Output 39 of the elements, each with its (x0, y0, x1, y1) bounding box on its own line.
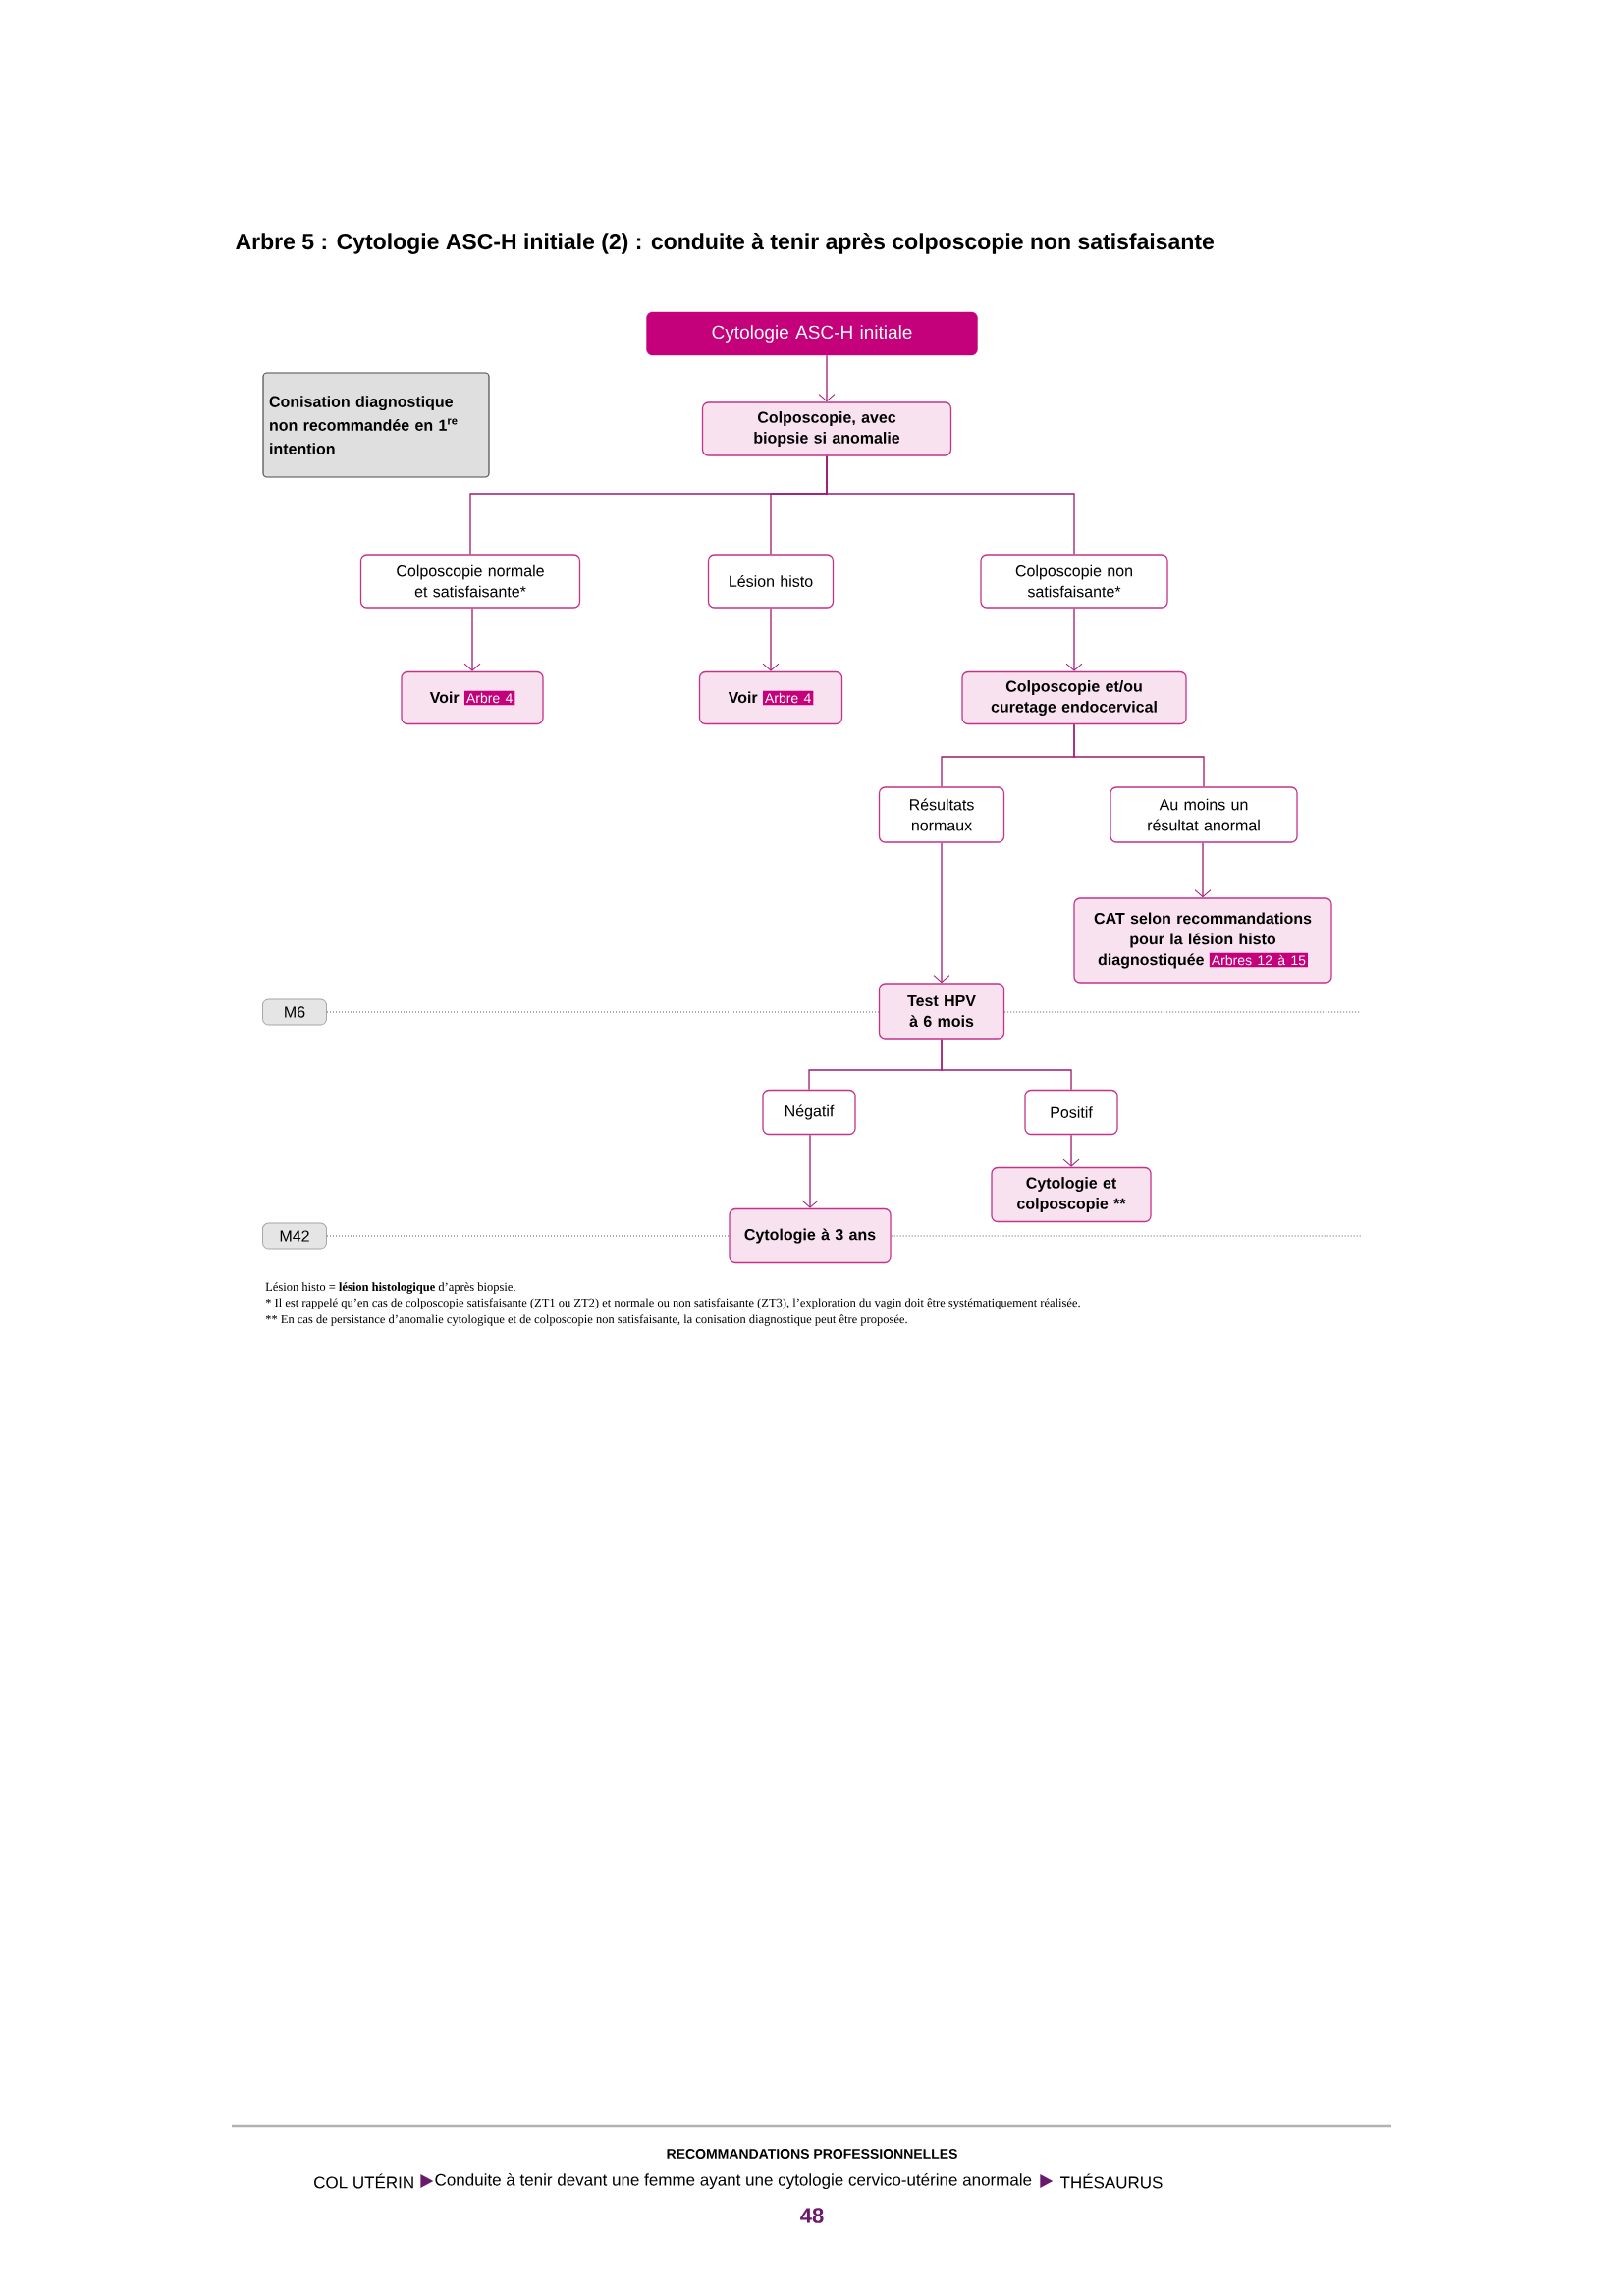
process-box: Voir Arbre 4 (401, 670, 544, 725)
outcome-box: Colposcopie normale et satisfaisante* (359, 554, 581, 609)
arrow (463, 608, 481, 671)
arrow (1062, 1134, 1080, 1167)
footnote: Lésion histo = lésion histologique d’après biopsie. (265, 1282, 515, 1294)
outcome-box: Négatif (762, 1089, 856, 1136)
arrow (762, 608, 780, 671)
footnote: * Il est rappelé qu’en cas de colposcopie satisfaisante (ZT1 ou ZT2) et normale ou non satisfaisante (ZT3), l’exploration du vagin doit être systématiquement réalisée. (265, 1298, 1080, 1309)
connector-line (1073, 723, 1205, 787)
arrow (818, 354, 836, 402)
arrow (1194, 842, 1212, 898)
title: Arbre 5 : Cytologie ASC-H initiale (2) : conduite à tenir après colposcopie non satisfaisante (236, 233, 1214, 254)
footer-text: COL UTÉRIN (314, 2173, 413, 2189)
note-box: Conisation diagnostique non recommandée en 1$^{re}$ intention (262, 372, 490, 478)
footer-text: THÉSAURUS (1059, 2173, 1163, 2189)
connector-line (826, 455, 1075, 555)
outcome-box: Positif (1024, 1089, 1118, 1136)
process-box: Cytologie à 3 ans (729, 1207, 892, 1264)
connector-line (941, 1039, 1072, 1091)
head-box: Cytologie ASC-H initiale (646, 311, 978, 356)
timepoint-pill: M42 (262, 1222, 327, 1250)
arrow (933, 842, 950, 984)
footer-heading: RECOMMANDATIONS PROFESSIONNELLES (667, 2149, 957, 2159)
footnote: ** En cas de persistance d’anomalie cytologique et de colposcopie non satisfaisante, la conisation diagnostique peut être proposée. (265, 1314, 907, 1326)
footer-text: Conduite à tenir devant une femme ayant une cytologie cervico-utérine anormale (435, 2173, 1032, 2190)
outcome-box: Résultats normaux (878, 786, 1005, 843)
process-box: Test HPV à 6 mois (878, 983, 1005, 1040)
outcome-box: Colposcopie non satisfaisante* (980, 554, 1168, 609)
outcome-box: Lésion histo (707, 554, 835, 609)
page-number: 48 (800, 2208, 824, 2223)
process-box: Colposcopie, avec biopsie si anomalie (701, 401, 952, 456)
process-box: CAT selon recommandations pour la lésion histo diagnostiquée Arbres 12 à 15 (1073, 897, 1332, 984)
outcome-box: Au moins un résultat anormal (1110, 786, 1298, 843)
arrow (801, 1134, 819, 1208)
process-box: Cytologie et colposcopie ** (991, 1166, 1152, 1223)
process-box: Colposcopie et/ou curetage endocervical (961, 670, 1187, 725)
arrow (1065, 608, 1083, 671)
timepoint-pill: M6 (262, 998, 327, 1026)
process-box: Voir Arbre 4 (698, 670, 843, 725)
